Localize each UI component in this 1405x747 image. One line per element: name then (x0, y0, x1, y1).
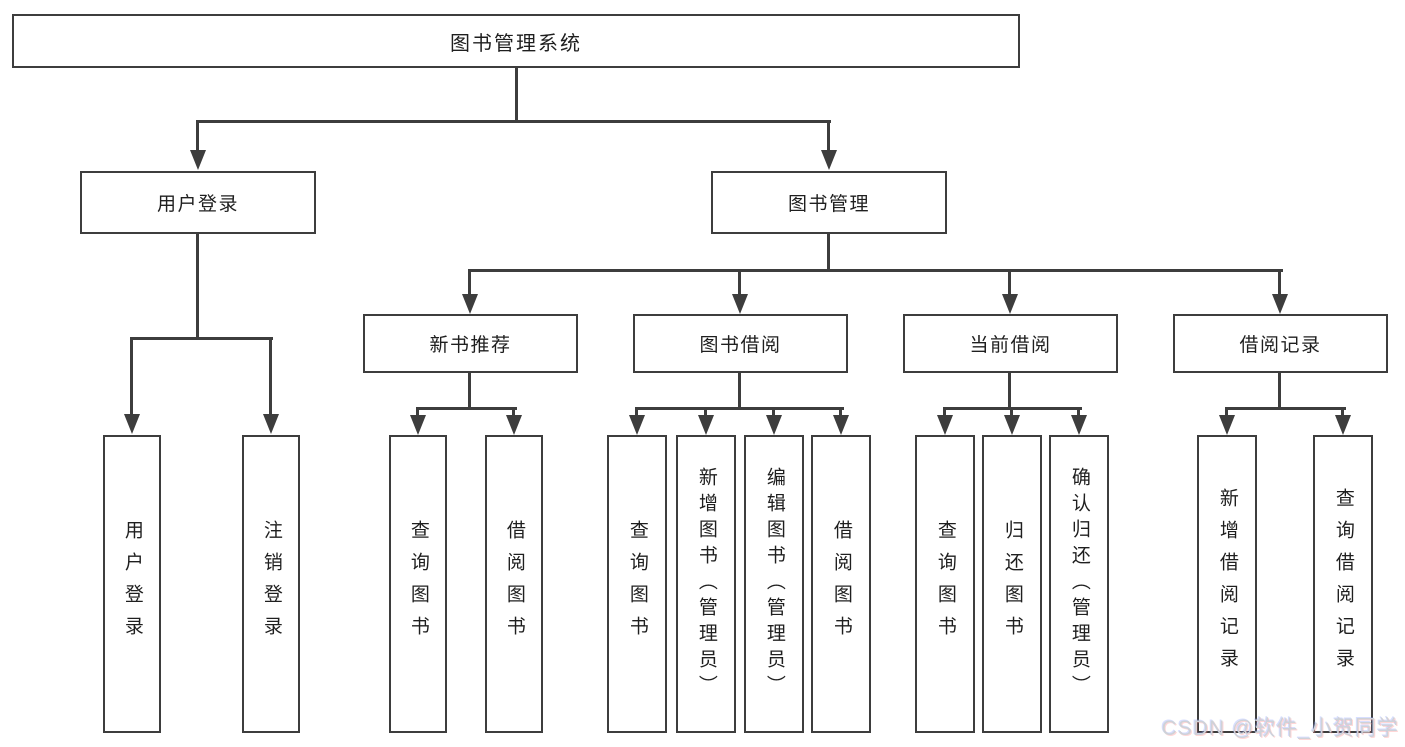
connector-drop (738, 372, 741, 410)
arrowhead-down-icon (833, 415, 849, 435)
connector-bus (635, 407, 844, 410)
connector-bus (1225, 407, 1346, 410)
connector-drop (468, 372, 471, 410)
leaf-label: 新增借阅记录 (1216, 488, 1238, 680)
arrowhead-down-icon (124, 414, 140, 434)
arrowhead-down-icon (462, 294, 478, 314)
arrowhead-down-icon (1272, 294, 1288, 314)
connector-stem (839, 407, 842, 416)
leaf-query-books-recommend: 查询图书 (389, 435, 447, 733)
node-label: 图书管理系统 (450, 32, 582, 55)
leaf-label: 查询图书 (626, 520, 648, 648)
node-label: 用户登录 (156, 194, 239, 215)
arrowhead-down-icon (698, 415, 714, 435)
node-book-borrowing: 图书借阅 (633, 314, 848, 373)
leaf-query-books-current: 查询图书 (915, 435, 975, 733)
leaf-borrow-books-borrowing: 借阅图书 (811, 435, 871, 733)
node-new-book-recommendation: 新书推荐 (363, 314, 578, 373)
arrowhead-down-icon (410, 415, 426, 435)
node-label: 当前借阅 (969, 335, 1052, 356)
arrowhead-down-icon (732, 294, 748, 314)
connector-stem (1278, 269, 1281, 295)
connector-user-login-bus (130, 337, 273, 340)
leaf-label: 借阅图书 (503, 520, 525, 648)
arrowhead-down-icon (1335, 415, 1351, 435)
leaf-label: 查询图书 (407, 520, 429, 648)
arrowhead-down-icon (263, 414, 279, 434)
arrowhead-down-icon (190, 150, 206, 170)
connector-stem (1008, 269, 1011, 295)
connector-stem (772, 407, 775, 416)
leaf-query-books-borrowing: 查询图书 (607, 435, 667, 733)
connector-stem (512, 407, 515, 416)
leaf-label: 编辑图书（管理员） (763, 467, 785, 701)
connector-stem (416, 407, 419, 416)
connector-stem (1077, 407, 1080, 416)
connector-stem (130, 337, 133, 415)
node-label: 图书管理 (787, 194, 870, 215)
leaf-label: 查询图书 (934, 520, 956, 648)
connector-stem (704, 407, 707, 416)
node-label: 借阅记录 (1239, 335, 1322, 356)
node-borrowing-records: 借阅记录 (1173, 314, 1388, 373)
node-label: 图书借阅 (699, 335, 782, 356)
connector-stem (1010, 407, 1013, 416)
arrowhead-down-icon (629, 415, 645, 435)
leaf-add-borrow-record: 新增借阅记录 (1197, 435, 1257, 733)
node-label: 新书推荐 (429, 335, 512, 356)
leaf-label: 借阅图书 (830, 520, 852, 648)
leaf-edit-book-admin: 编辑图书（管理员） (744, 435, 804, 733)
node-library-system: 图书管理系统 (12, 14, 1020, 68)
connector-stem (269, 337, 272, 415)
connector-drop (1278, 372, 1281, 410)
arrowhead-down-icon (937, 415, 953, 435)
connector-stem (1341, 407, 1344, 416)
node-book-management: 图书管理 (711, 171, 947, 234)
arrowhead-down-icon (766, 415, 782, 435)
connector-bus (416, 407, 517, 410)
connector-book-management-drop (827, 233, 830, 272)
leaf-add-book-admin: 新增图书（管理员） (676, 435, 736, 733)
connector-stem-user-login (196, 120, 199, 151)
arrowhead-down-icon (1002, 294, 1018, 314)
arrowhead-down-icon (821, 150, 837, 170)
connector-stem (738, 269, 741, 295)
leaf-label: 归还图书 (1001, 520, 1023, 648)
leaf-query-borrow-record: 查询借阅记录 (1313, 435, 1373, 733)
leaf-label: 确认归还（管理员） (1068, 467, 1090, 701)
arrowhead-down-icon (1071, 415, 1087, 435)
leaf-logout: 注销登录 (242, 435, 300, 733)
connector-drop (1008, 372, 1011, 410)
connector-stem (1225, 407, 1228, 416)
arrowhead-down-icon (506, 415, 522, 435)
arrowhead-down-icon (1219, 415, 1235, 435)
leaf-label: 注销登录 (260, 520, 282, 648)
arrowhead-down-icon (1004, 415, 1020, 435)
leaf-return-books: 归还图书 (982, 435, 1042, 733)
leaf-borrow-books-recommend: 借阅图书 (485, 435, 543, 733)
connector-user-login-drop (196, 233, 199, 339)
leaf-confirm-return-admin: 确认归还（管理员） (1049, 435, 1109, 733)
connector-stem (468, 269, 471, 295)
connector-book-management-bus (468, 269, 1283, 272)
leaf-label: 新增图书（管理员） (695, 467, 717, 701)
csdn-watermark: CSDN @软件_小贺同学 (1161, 717, 1399, 740)
leaf-user-login: 用户登录 (103, 435, 161, 733)
connector-stem (943, 407, 946, 416)
connector-root-drop (515, 66, 518, 121)
connector-root-bus (196, 120, 831, 123)
leaf-label: 查询借阅记录 (1332, 488, 1354, 680)
connector-stem (635, 407, 638, 416)
connector-stem-book-management (827, 120, 830, 151)
leaf-label: 用户登录 (121, 520, 143, 648)
node-user-login: 用户登录 (80, 171, 316, 234)
node-current-borrowing: 当前借阅 (903, 314, 1118, 373)
